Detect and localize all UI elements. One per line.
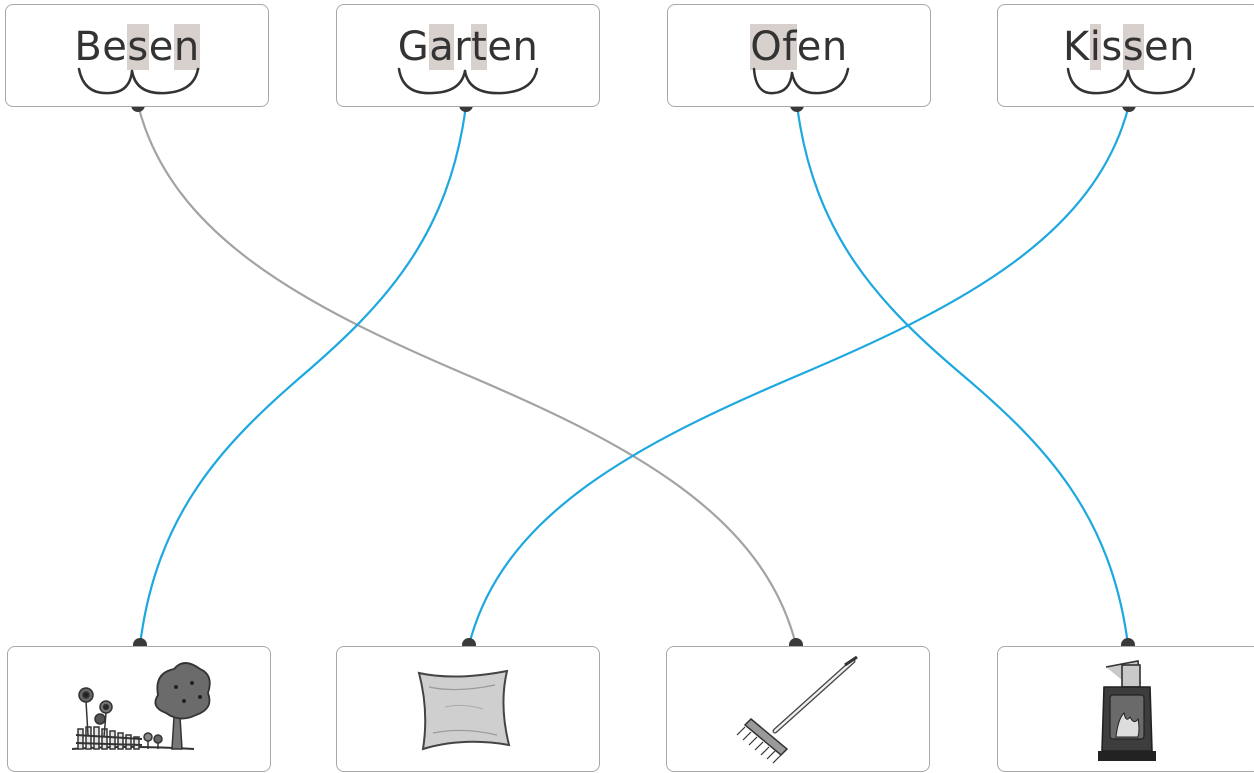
connection-line: [467, 104, 1131, 646]
connection-line: [136, 104, 798, 646]
word-card-kissen[interactable]: Kissen: [997, 4, 1254, 107]
broom-icon: [736, 655, 858, 764]
word-card-ofen[interactable]: Ofen: [667, 4, 931, 107]
highlighted-letter: i: [1089, 24, 1102, 70]
picture-card-garden[interactable]: [7, 646, 271, 772]
pillow-icon: [417, 669, 511, 751]
word-text: Kissen: [998, 19, 1254, 75]
word-segment: en: [796, 24, 848, 70]
word-card-besen[interactable]: Besen: [5, 4, 269, 107]
word-text: Ofen: [668, 19, 930, 75]
garden-icon: [71, 662, 211, 750]
picture-card-pillow[interactable]: [336, 646, 600, 772]
highlighted-letter: t: [471, 24, 488, 70]
word-segment: en: [1144, 24, 1195, 70]
highlighted-letter: n: [173, 24, 200, 70]
picture-card-stove[interactable]: [997, 646, 1254, 772]
picture-card-broom[interactable]: [666, 646, 930, 772]
highlighted-letter: O: [750, 24, 783, 70]
word-text: Garten: [337, 19, 599, 75]
word-segment: K: [1062, 24, 1090, 70]
word-text: Besen: [6, 19, 268, 75]
word-segment: en: [487, 24, 539, 70]
stove-icon: [1098, 660, 1156, 761]
connection-line: [795, 104, 1130, 646]
highlighted-letter: s: [127, 24, 149, 70]
highlighted-letter: a: [429, 24, 455, 70]
word-card-garten[interactable]: Garten: [336, 4, 600, 107]
word-segment: s: [1101, 24, 1123, 70]
word-segment: G: [397, 24, 430, 70]
word-segment: e: [148, 24, 174, 70]
word-segment: Be: [74, 24, 128, 70]
connection-line: [138, 104, 468, 646]
word-segment: r: [454, 24, 472, 70]
highlighted-letter: f: [782, 24, 797, 70]
highlighted-letter: s: [1122, 24, 1145, 70]
